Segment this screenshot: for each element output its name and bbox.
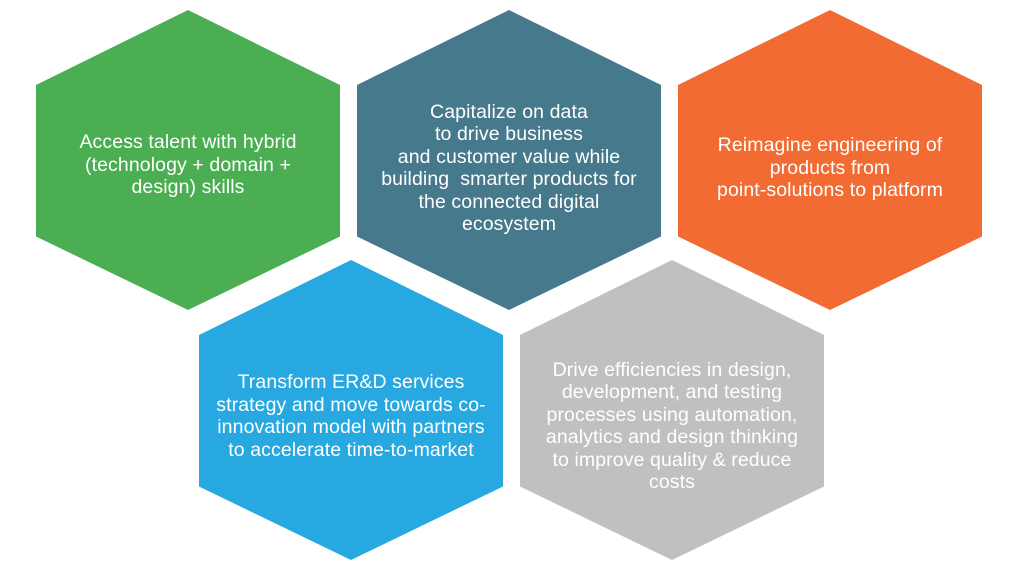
hexagon-transform-erd-services: Transform ER&D services strategy and mov…: [199, 260, 503, 560]
hexagon-drive-efficiencies: Drive efficiencies in design, developmen…: [520, 260, 824, 560]
hexagon-access-talent: Access talent with hybrid (technology + …: [36, 10, 340, 310]
hexagon-access-talent-text: Access talent with hybrid (technology + …: [79, 131, 297, 199]
hexagon-drive-efficiencies-text: Drive efficiencies in design, developmen…: [545, 358, 799, 494]
hexagon-reimagine-engineering: Reimagine engineering of products from p…: [678, 10, 982, 310]
hexagon-transform-erd-services-text: Transform ER&D services strategy and mov…: [216, 371, 486, 461]
hexagon-capitalize-data-text: Capitalize on data to drive business and…: [381, 100, 637, 236]
hexagon-reimagine-engineering-text: Reimagine engineering of products from p…: [717, 134, 943, 202]
hexagon-capitalize-data: Capitalize on data to drive business and…: [357, 10, 661, 310]
